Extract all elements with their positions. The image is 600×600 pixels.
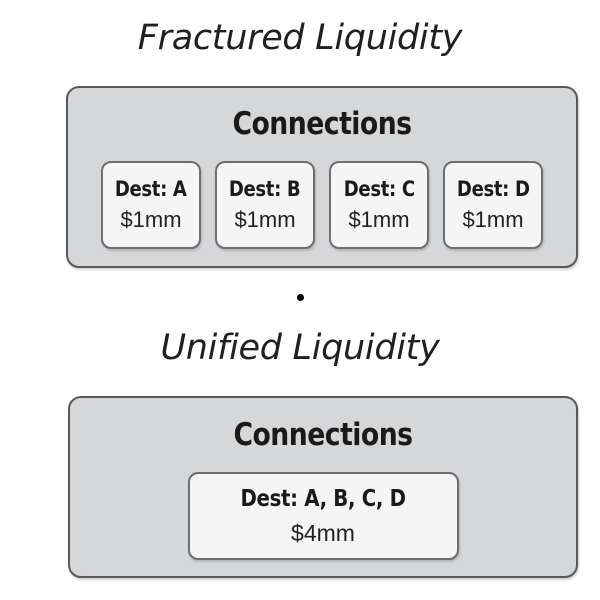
destination-card-unified-label: Dest: A, B, C, D [240,485,406,512]
destination-card-b-amount: $1mm [234,207,296,232]
panel-heading-connections-fractured: Connections [232,106,412,142]
destination-card-d[interactable]: Dest: D $1mm [443,161,543,249]
destination-card-unified-amount: $4mm [291,519,355,546]
destination-card-unified[interactable]: Dest: A, B, C, D $4mm [187,472,459,560]
destination-card-a[interactable]: Dest: A $1mm [101,161,201,249]
connections-panel-unified: Connections Dest: A, B, C, D $4mm [68,396,578,578]
destination-card-row-fractured: Dest: A $1mm Dest: B $1mm Dest: C $1mm D… [68,161,576,249]
panel-heading-connections-unified: Connections [233,417,413,453]
destination-card-d-amount: $1mm [462,207,524,232]
destination-card-d-label: Dest: D [456,177,530,201]
destination-card-a-label: Dest: A [115,177,187,201]
section-separator-dot-icon [297,294,304,301]
connections-panel-fractured: Connections Dest: A $1mm Dest: B $1mm De… [66,86,578,268]
destination-card-b-label: Dest: B [229,177,301,201]
destination-card-c-label: Dest: C [343,177,415,201]
destination-card-c[interactable]: Dest: C $1mm [329,161,429,249]
destination-card-c-amount: $1mm [348,207,410,232]
section-title-fractured-liquidity: Fractured Liquidity [137,18,463,58]
destination-card-b[interactable]: Dest: B $1mm [215,161,315,249]
destination-card-a-amount: $1mm [120,207,182,232]
destination-card-row-unified: Dest: A, B, C, D $4mm [70,472,576,560]
section-title-unified-liquidity: Unified Liquidity [160,328,440,368]
